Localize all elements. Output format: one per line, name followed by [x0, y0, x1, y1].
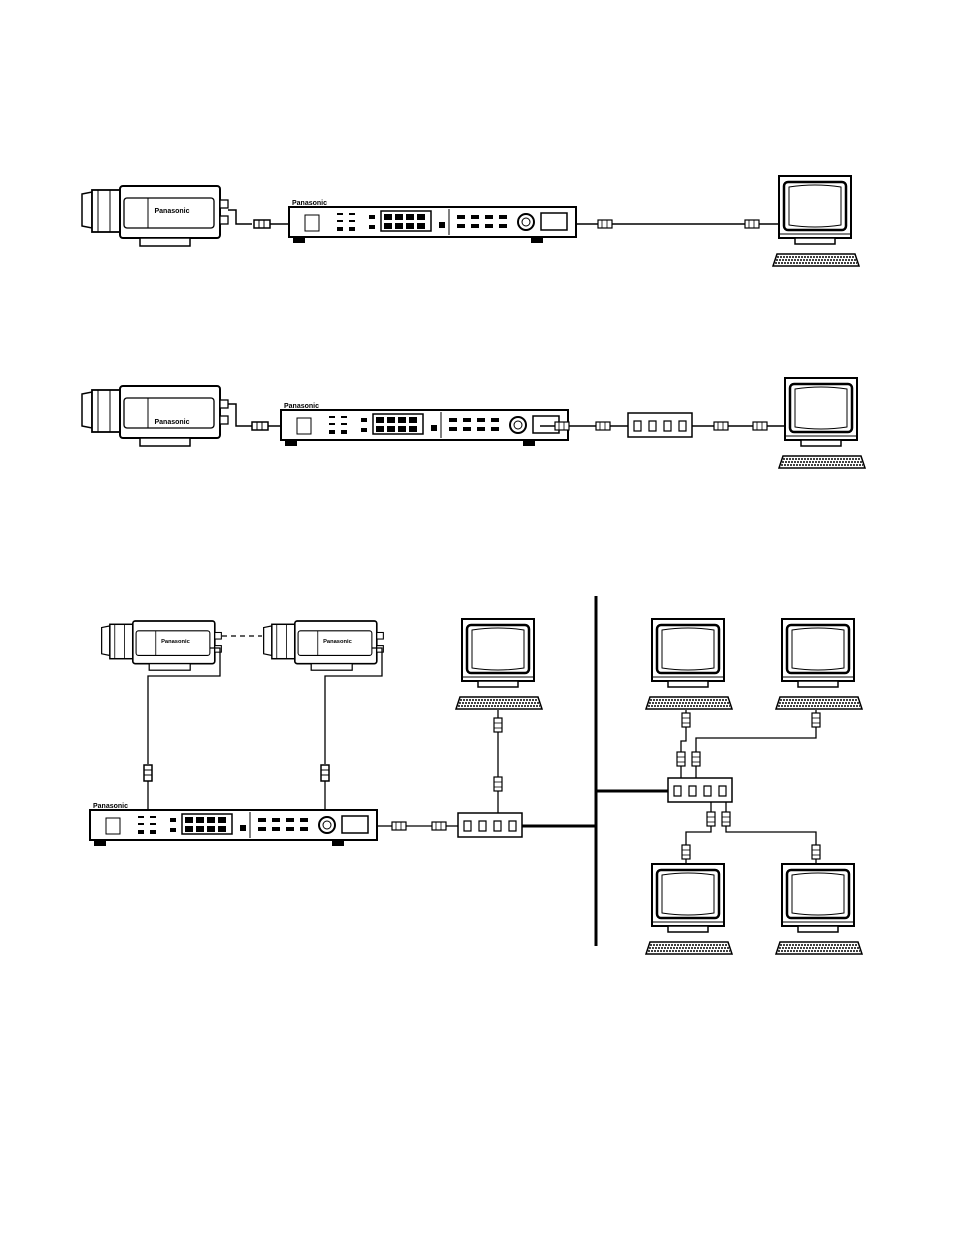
lan-plug — [753, 422, 767, 430]
lan-plug — [692, 752, 700, 766]
lan-plug — [812, 713, 820, 727]
hub-2 — [458, 813, 522, 837]
hub-1 — [628, 413, 692, 437]
diagram-direct-connection: Panasonic Panasonic — [82, 176, 859, 266]
encoder-unit: Panasonic — [90, 803, 377, 846]
camera-brand-label: Panasonic — [323, 639, 352, 645]
lan-plug — [392, 822, 406, 830]
pc-5 — [776, 619, 862, 709]
pc-4 — [646, 619, 732, 709]
camera-brand-label: Panasonic — [154, 419, 189, 426]
lan-plug — [682, 845, 690, 859]
encoder-unit: Panasonic — [281, 403, 568, 446]
diagram-hub-connection: Panasonic Panasonic — [82, 378, 865, 468]
encoder-brand-label: Panasonic — [292, 200, 327, 207]
lan-plug — [722, 812, 730, 826]
camera-brand-label: Panasonic — [161, 639, 190, 645]
lan-plug — [494, 718, 502, 732]
encoder-brand-label: Panasonic — [93, 803, 128, 810]
lan-plug — [598, 220, 612, 228]
lan-plug — [714, 422, 728, 430]
lan-plug — [494, 777, 502, 791]
pc-6 — [646, 864, 732, 954]
lan-plug — [677, 752, 685, 766]
lan-cable — [726, 826, 816, 845]
pc-3 — [456, 619, 542, 709]
pc-7 — [776, 864, 862, 954]
bnc-connector — [252, 422, 268, 430]
camera-1: Panasonic — [82, 186, 228, 246]
bnc-connector — [144, 765, 152, 781]
lan-cable — [696, 727, 816, 752]
pc-1 — [773, 176, 859, 266]
lan-plug — [596, 422, 610, 430]
lan-plug — [745, 220, 759, 228]
hub-3 — [668, 778, 732, 802]
bnc-connector — [254, 220, 270, 228]
lan-plug — [812, 845, 820, 859]
lan-plug — [682, 713, 690, 727]
lan-plug — [555, 422, 569, 430]
camera-3: Panasonic — [102, 621, 222, 670]
camera-brand-label: Panasonic — [154, 208, 189, 215]
lan-cable — [681, 727, 686, 752]
lan-cable — [686, 826, 711, 845]
lan-plug — [707, 812, 715, 826]
encoder-unit: Panasonic — [289, 200, 576, 243]
camera-2: Panasonic — [82, 386, 228, 446]
coax-cable — [228, 404, 252, 426]
encoder-brand-label: Panasonic — [284, 403, 319, 410]
camera-4: Panasonic — [264, 621, 384, 670]
pc-2 — [779, 378, 865, 468]
diagram-network-connection: Panasonic Panasonic Panasonic — [90, 596, 862, 954]
coax-cable — [228, 210, 252, 224]
bnc-connector — [321, 765, 329, 781]
lan-plug — [432, 822, 446, 830]
